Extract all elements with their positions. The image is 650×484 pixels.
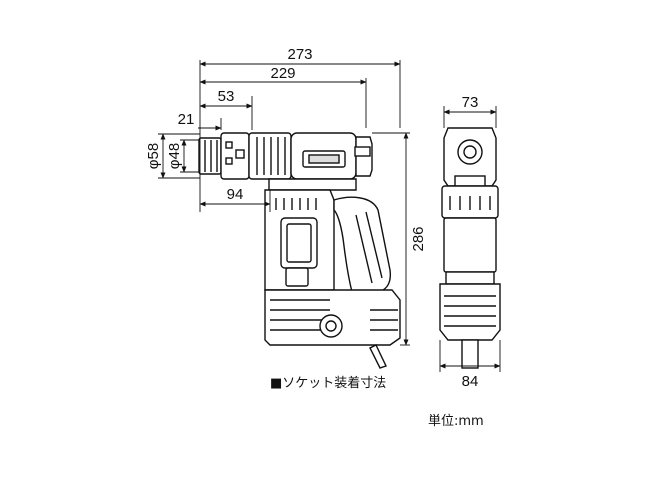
caption-socket: ■ソケット装着寸法 (270, 376, 387, 391)
power-cord (369, 344, 387, 369)
dim-head-width: 73 (462, 94, 479, 111)
dim-overall-length: 273 (287, 46, 312, 63)
dim-anvil-length: 21 (178, 111, 195, 128)
front-view-tool (439, 127, 501, 369)
dim-dia-inner: φ48 (166, 143, 183, 169)
dim-body-length: 229 (270, 65, 295, 82)
side-view-tool (198, 132, 401, 369)
unit-label: 単位:mm (428, 414, 484, 429)
dim-handle-offset: 94 (227, 186, 244, 203)
dim-base-width: 84 (462, 373, 479, 390)
front-body (443, 217, 497, 273)
dim-head-length: 53 (218, 88, 235, 105)
dim-height: 286 (410, 226, 427, 251)
dim-dia-outer: φ58 (145, 143, 162, 169)
front-base (439, 283, 501, 341)
head-collar (220, 132, 250, 180)
